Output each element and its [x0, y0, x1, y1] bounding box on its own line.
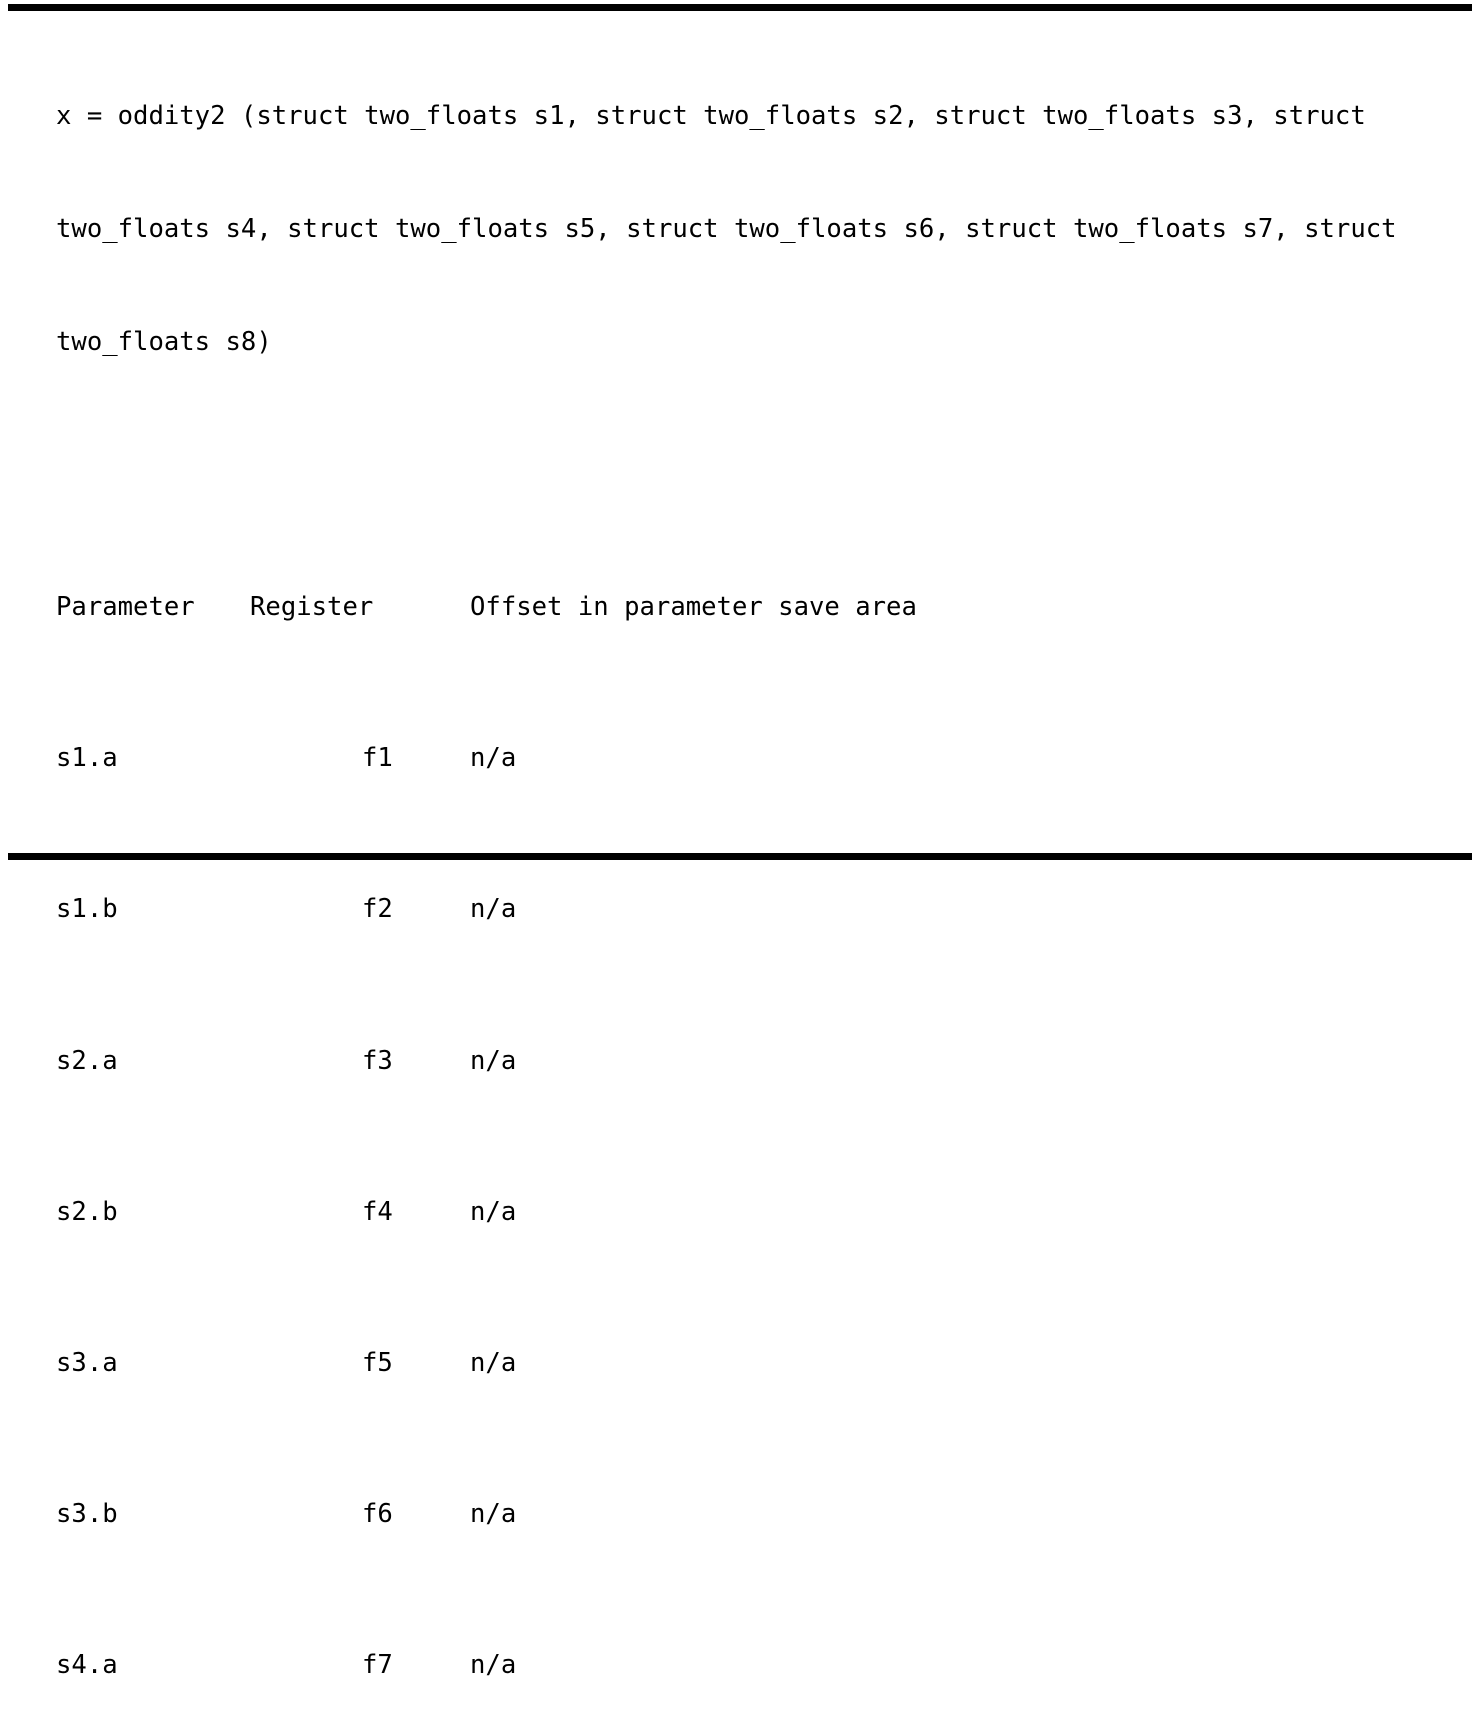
document-content: x = oddity2 (struct two_floats s1, struc…: [56, 22, 1468, 1732]
table-row: s3.b f6 n/a: [56, 1496, 1468, 1534]
cell-offset: n/a: [470, 1650, 517, 1681]
cell-register: f5: [362, 1347, 393, 1378]
cell-parameter: s3.b: [56, 1499, 118, 1530]
signature-line: two_floats s4, struct two_floats s5, str…: [56, 213, 1397, 244]
bottom-horizontal-rule: [8, 853, 1472, 860]
cell-parameter: s2.a: [56, 1045, 118, 1076]
cell-offset: n/a: [470, 894, 517, 925]
cell-register: f3: [362, 1045, 393, 1076]
cell-offset: n/a: [470, 1045, 517, 1076]
table-row: s1.b f2 n/a: [56, 891, 1468, 929]
document-page: x = oddity2 (struct two_floats s1, struc…: [8, 4, 1472, 1680]
column-header-register: Register: [250, 591, 374, 622]
cell-register: f7: [362, 1650, 393, 1681]
cell-register: f6: [362, 1499, 393, 1530]
table-row: s2.b f4 n/a: [56, 1194, 1468, 1232]
cell-register: f4: [362, 1196, 393, 1227]
cell-parameter: s1.a: [56, 743, 118, 774]
table-row: s1.a f1 n/a: [56, 740, 1468, 778]
table-row: s2.a f3 n/a: [56, 1043, 1468, 1081]
signature-line: two_floats s8): [56, 327, 272, 358]
cell-register: f2: [362, 894, 393, 925]
parameter-register-table: Parameter Register Offset in parameter s…: [56, 476, 1468, 1732]
table-header-row: Parameter Register Offset in parameter s…: [56, 589, 1468, 627]
cell-offset: n/a: [470, 1499, 517, 1530]
cell-offset: n/a: [470, 743, 517, 774]
cell-offset: n/a: [470, 1347, 517, 1378]
cell-parameter: s2.b: [56, 1196, 118, 1227]
table-row: s3.a f5 n/a: [56, 1345, 1468, 1383]
column-header-parameter: Parameter: [56, 591, 195, 622]
blank-line-separator: [56, 438, 1468, 476]
table-row: s4.a f7 n/a: [56, 1647, 1468, 1685]
cell-parameter: s4.a: [56, 1650, 118, 1681]
function-signature-block: x = oddity2 (struct two_floats s1, struc…: [56, 22, 1468, 438]
cell-parameter: s3.a: [56, 1347, 118, 1378]
cell-parameter: s1.b: [56, 894, 118, 925]
cell-register: f1: [362, 743, 393, 774]
cell-offset: n/a: [470, 1196, 517, 1227]
signature-line: x = oddity2 (struct two_floats s1, struc…: [56, 100, 1366, 131]
top-horizontal-rule: [8, 4, 1472, 11]
column-header-offset: Offset in parameter save area: [470, 591, 917, 622]
